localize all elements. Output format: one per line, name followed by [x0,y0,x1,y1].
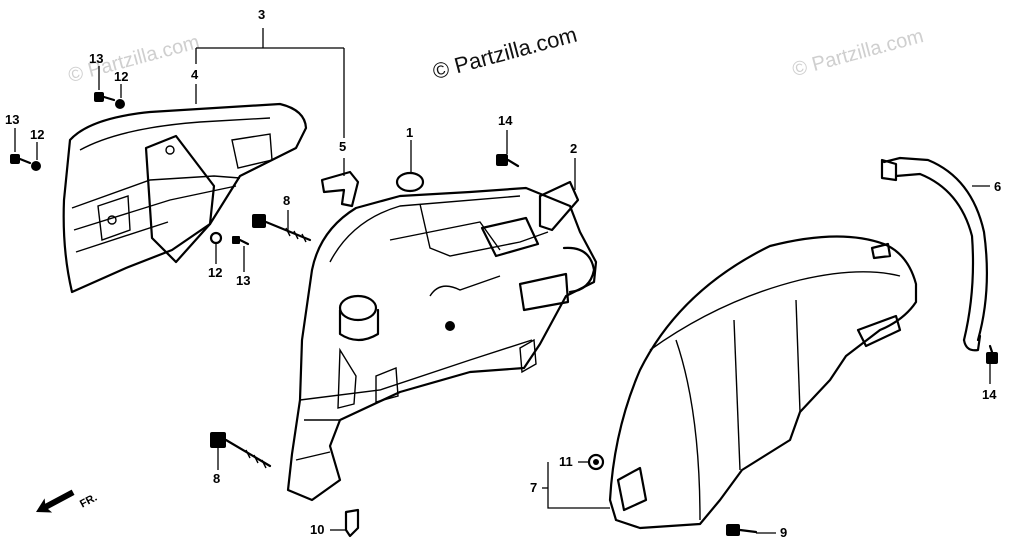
rear-cover-part [62,102,308,294]
front-arrow-icon [36,489,75,513]
callout-7: 7 [530,480,538,495]
callout-13-left: 13 [5,112,20,127]
callout-13-top: 13 [89,51,104,66]
callout-11: 11 [559,454,573,469]
callout-6: 6 [994,179,1002,194]
callout-1: 1 [406,125,414,140]
strap-bracket-part [880,156,989,352]
callout-10: 10 [310,522,325,537]
callout-12-left: 12 [30,127,45,142]
callout-14-right: 14 [982,387,997,402]
callout-9: 9 [780,525,788,540]
callout-2: 2 [570,141,578,156]
center-housing-part [286,180,598,502]
rear-fender-part [608,235,918,530]
callout-14-top: 14 [498,113,513,128]
callout-4: 4 [191,67,199,82]
callout-5: 5 [339,139,347,154]
leader-lines [14,28,991,534]
callout-8-lower: 8 [213,471,221,486]
callout-12-mid: 12 [208,265,223,280]
hardware-group [10,92,998,538]
clip-part [320,170,360,208]
o-ring-part [395,171,425,193]
callout-8-upper: 8 [283,193,291,208]
callout-12-top: 12 [114,69,129,84]
callout-13-mid: 13 [236,273,251,288]
callout-3: 3 [258,7,266,22]
